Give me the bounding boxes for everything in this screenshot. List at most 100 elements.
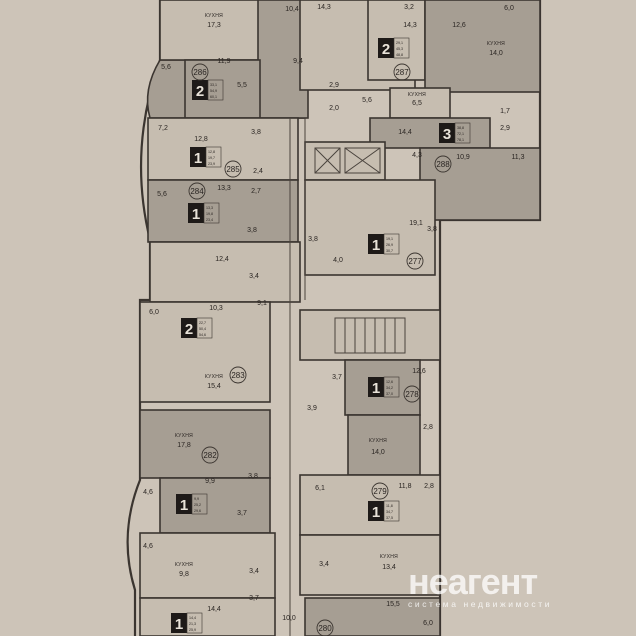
room-area: 11,3 xyxy=(511,154,524,161)
room-area: 3,8 xyxy=(248,473,258,480)
svg-text:30,7: 30,7 xyxy=(386,249,393,253)
room-area: 14,3 xyxy=(317,4,331,11)
apartment-281[interactable]: 1 14,421,325,9 xyxy=(171,612,203,634)
svg-text:13,3: 13,3 xyxy=(206,206,213,210)
room-area: 3,4 xyxy=(249,273,259,280)
kitchen-label: КУХНЯ xyxy=(205,13,223,19)
room-area: 17,3 xyxy=(207,22,221,29)
room-area: 10,0 xyxy=(282,615,296,622)
watermark-tagline: система недвижимости xyxy=(408,599,552,609)
room-area: 6,0 xyxy=(423,620,433,627)
svg-text:48,8: 48,8 xyxy=(396,53,403,57)
apartment-number: 278 xyxy=(405,390,419,399)
apartment-number: 279 xyxy=(373,487,387,496)
svg-text:25,9: 25,9 xyxy=(189,628,196,632)
room-area: 3,7 xyxy=(332,374,342,381)
room-area: 4,6 xyxy=(143,543,153,550)
apartment-number: 287 xyxy=(395,68,409,77)
svg-text:9,9: 9,9 xyxy=(194,497,199,501)
kitchen-label: КУХНЯ xyxy=(205,374,223,380)
svg-text:2: 2 xyxy=(382,41,390,58)
room-area: 12,6 xyxy=(412,368,426,375)
room-area: 3,8 xyxy=(427,226,437,233)
room-area: 11,8 xyxy=(398,483,411,490)
svg-text:2: 2 xyxy=(185,321,193,338)
svg-text:1: 1 xyxy=(175,616,183,633)
svg-text:1: 1 xyxy=(180,497,188,514)
room-area: 2,8 xyxy=(424,483,434,490)
svg-text:22,7: 22,7 xyxy=(199,321,206,325)
room-area: 14,0 xyxy=(371,449,385,456)
room-area: 10,4 xyxy=(285,6,299,13)
room-area: 9,8 xyxy=(179,571,189,578)
svg-text:1: 1 xyxy=(372,504,380,521)
svg-text:3: 3 xyxy=(443,126,451,143)
room-labels: КУХНЯ 17,3 10,4 14,3 3,2 6,0 11,9 9,4 14… xyxy=(143,4,525,627)
apartment-279[interactable]: 1 11,834,737,5 279 xyxy=(368,482,400,522)
apartment-number: 277 xyxy=(408,257,422,266)
room-area: 2,0 xyxy=(329,105,339,112)
svg-text:29,6: 29,6 xyxy=(194,509,201,513)
svg-text:34,2: 34,2 xyxy=(386,386,393,390)
apartment-277[interactable]: 1 19,1 26,9 30,7 277 xyxy=(368,233,424,270)
svg-text:19,8: 19,8 xyxy=(206,212,213,216)
apartment-287[interactable]: 2 29,145,348,8 287 xyxy=(378,37,411,81)
apartment-288[interactable]: 3 38,872,178,1 288 xyxy=(434,122,471,173)
svg-text:23,9: 23,9 xyxy=(208,162,215,166)
room-area: 9,1 xyxy=(257,300,267,307)
svg-text:50,4: 50,4 xyxy=(199,327,206,331)
room-area: 15,5 xyxy=(386,601,400,608)
apartment-number: 280 xyxy=(318,624,332,633)
svg-text:2: 2 xyxy=(196,83,204,100)
svg-text:78,1: 78,1 xyxy=(457,138,464,142)
svg-text:37,0: 37,0 xyxy=(386,392,393,396)
svg-text:72,1: 72,1 xyxy=(457,132,464,136)
apartment-number: 282 xyxy=(203,451,217,460)
building-walls xyxy=(126,0,542,636)
apartment-278[interactable]: 1 12,634,237,0 278 xyxy=(368,376,421,403)
apartment-286[interactable]: 2 33,154,960,1 286 xyxy=(191,63,224,101)
svg-text:54,9: 54,9 xyxy=(210,89,217,93)
svg-text:33,1: 33,1 xyxy=(210,83,217,87)
room-area: 19,1 xyxy=(409,220,423,227)
apartment-280[interactable]: 280 xyxy=(316,619,334,636)
room-area: 14,3 xyxy=(403,22,417,29)
room-area: 4,3 xyxy=(412,152,422,159)
svg-text:21,3: 21,3 xyxy=(189,622,196,626)
apartment-282[interactable]: 1 9,925,229,6 282 xyxy=(176,446,219,515)
room-area: 12,6 xyxy=(452,22,466,29)
room-area: 10,9 xyxy=(456,154,470,161)
room-area: 3,4 xyxy=(249,568,259,575)
kitchen-label: КУХНЯ xyxy=(369,438,387,444)
room-area: 9,4 xyxy=(293,58,303,65)
room-area: 5,5 xyxy=(237,82,247,89)
svg-text:34,7: 34,7 xyxy=(386,510,393,514)
apartment-285[interactable]: 1 12,819,723,9 285 xyxy=(190,146,242,178)
svg-text:1: 1 xyxy=(372,237,380,254)
svg-text:37,5: 37,5 xyxy=(386,516,393,520)
svg-text:1: 1 xyxy=(372,380,380,397)
apartment-283[interactable]: 2 22,750,454,6 283 xyxy=(181,317,247,384)
room-area: 11,9 xyxy=(217,58,230,65)
svg-text:26,9: 26,9 xyxy=(386,243,393,247)
room-area: 14,0 xyxy=(489,50,503,57)
room-area: 13,4 xyxy=(382,564,396,571)
room-area: 3,8 xyxy=(308,236,318,243)
room-area: 17,8 xyxy=(177,442,191,449)
svg-text:38,8: 38,8 xyxy=(457,126,464,130)
apartment-markers: 2 33,154,960,1 286 1 12,819,723,9 285 1 … xyxy=(171,37,471,636)
room-area: 2,9 xyxy=(500,125,510,132)
apartment-284[interactable]: 1 13,319,823,4 284 xyxy=(188,182,220,224)
watermark-brand: неагент xyxy=(408,561,538,602)
room-area: 14,4 xyxy=(398,129,412,136)
room-area: 2,4 xyxy=(253,168,263,175)
room-area: 6,1 xyxy=(315,485,325,492)
room-area: 2,8 xyxy=(423,424,433,431)
svg-text:19,1: 19,1 xyxy=(386,237,393,241)
kitchen-label: КУХНЯ xyxy=(487,41,505,47)
apartment-number: 283 xyxy=(231,371,245,380)
svg-text:12,8: 12,8 xyxy=(208,150,215,154)
room-area: 6,5 xyxy=(412,100,422,107)
svg-text:1: 1 xyxy=(192,206,200,223)
room-area: 3,4 xyxy=(319,561,329,568)
